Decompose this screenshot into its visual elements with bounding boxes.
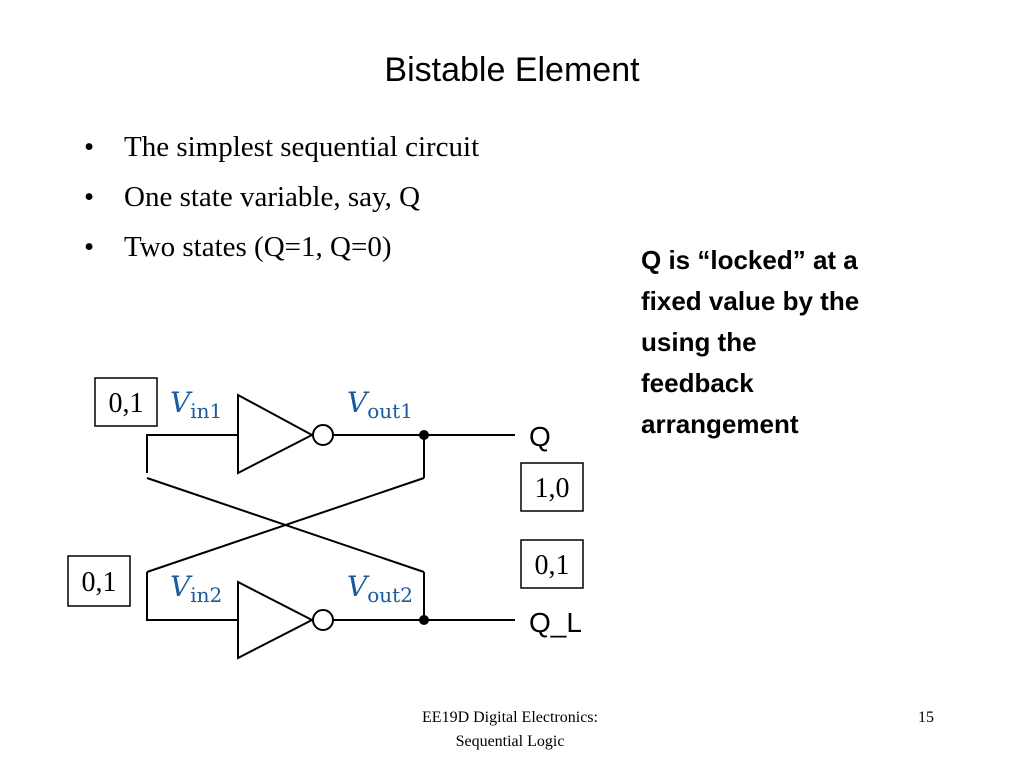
vin1-label: Vin1 [170, 386, 222, 423]
state-box-in2 [67, 555, 131, 607]
junction-dot-top [419, 430, 429, 440]
callout-text: Q is “locked” at a fixed value by the us… [641, 245, 860, 439]
bullet-item: •The simplest sequential circuit [84, 131, 480, 163]
state-in1-value: 0,1 [109, 388, 144, 419]
vout2-label: Vout2 [347, 570, 413, 607]
cross-wire-up [146, 477, 425, 573]
bullet-item: •One state variable, say, Q [84, 181, 421, 213]
wire-in1 [146, 434, 238, 473]
state-ql-value: 0,1 [535, 550, 570, 581]
state-in2-value: 0,1 [82, 567, 117, 598]
inverter-bottom-bubble [312, 609, 334, 631]
inverter-bottom [237, 580, 315, 660]
wire-in2 [146, 572, 238, 621]
page-number: 15 [918, 709, 934, 726]
state-q-value: 1,0 [535, 473, 570, 504]
output-q-label: Q [529, 421, 551, 452]
vin2-label: Vin2 [170, 570, 222, 607]
bullet-item: •Two states (Q=1, Q=0) [84, 231, 392, 263]
output-ql-label: Q_L [529, 607, 582, 638]
state-box-q [520, 462, 584, 512]
state-box-in1 [94, 377, 158, 427]
inverter-top-bubble [312, 424, 334, 446]
bullet-list: •The simplest sequential circuit •One st… [84, 126, 479, 276]
vout1-label: Vout1 [347, 386, 413, 423]
inverter-top [237, 393, 315, 475]
state-box-ql [520, 539, 584, 589]
junction-dot-bottom [419, 615, 429, 625]
slide-title: Bistable Element [384, 51, 640, 89]
footer-source: EE19D Digital Electronics: Sequential Lo… [422, 709, 598, 750]
